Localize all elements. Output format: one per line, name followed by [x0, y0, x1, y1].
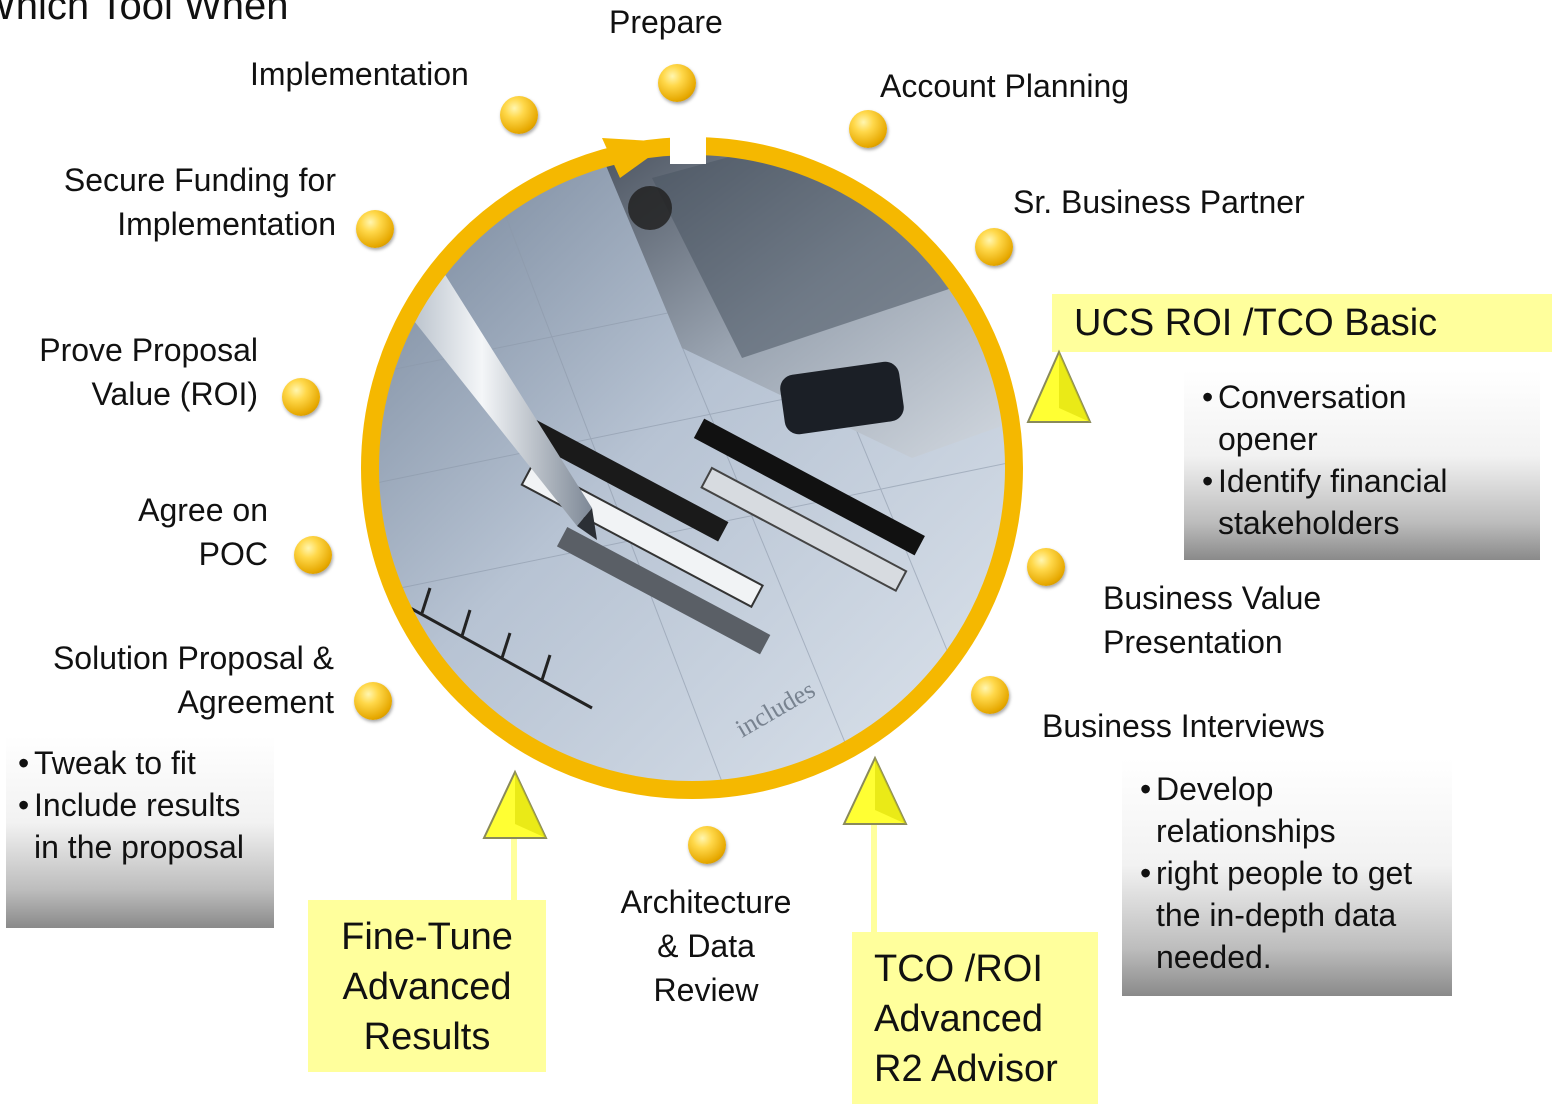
- tool-box-ucs-basic: UCS ROI /TCO Basic: [1052, 294, 1552, 352]
- pole-tco-advanced: [871, 824, 877, 932]
- stage-label-sr-business-partner: Sr. Business Partner: [1013, 184, 1305, 220]
- callout-item: Develop relationships: [1134, 768, 1366, 852]
- cycle-photo: includes: [352, 128, 1032, 808]
- stage-dot-prove-value: [282, 378, 320, 416]
- stage-dot-account-planning: [849, 110, 887, 148]
- stage-dot-secure-funding: [356, 210, 394, 248]
- stage-dot-business-interviews: [971, 676, 1009, 714]
- callout-solution-proposal: Tweak to fit Include results in the prop…: [6, 736, 274, 928]
- photo-image: includes: [370, 146, 1014, 790]
- stage-dot-agree-poc: [294, 536, 332, 574]
- callout-ucs-basic: Conversation opener Identify financial s…: [1184, 370, 1540, 560]
- stage-label-architecture: Architecture & Data Review: [620, 884, 792, 1008]
- triangle-marker-tco-advanced: [842, 755, 908, 825]
- stage-label-secure-funding: Secure Funding for Implementation: [63, 162, 336, 242]
- stage-dot-solution-proposal: [354, 682, 392, 720]
- callout-item: Include results in the proposal: [12, 784, 274, 868]
- stage-label-agree-poc: Agree on POC: [138, 492, 268, 572]
- stage-label-implementation: Implementation: [250, 56, 469, 92]
- callout-item: Tweak to fit: [12, 742, 274, 784]
- stage-dot-implementation: [500, 96, 538, 134]
- cycle-arrowhead: [602, 138, 670, 178]
- callout-item: Conversation opener: [1196, 376, 1468, 460]
- triangle-marker-fine-tune: [482, 769, 548, 839]
- triangle-marker-ucs: [1026, 349, 1092, 423]
- stage-label-solution-proposal: Solution Proposal & Agreement: [52, 640, 334, 720]
- callout-business-interviews: Develop relationships right people to ge…: [1122, 758, 1452, 996]
- stage-label-business-interviews: Business Interviews: [1042, 708, 1325, 744]
- page-title: Which Tool When: [0, 0, 289, 28]
- stage-label-account-planning: Account Planning: [880, 68, 1130, 104]
- stage-dot-business-value: [1027, 548, 1065, 586]
- stage-dot-architecture: [688, 826, 726, 864]
- callout-item: Identify financial stakeholders: [1196, 460, 1518, 544]
- stage-label-business-value: Business Value Presentation: [1103, 580, 1322, 660]
- stage-label-prove-value: Prove Proposal Value (ROI): [39, 332, 258, 412]
- stage-label-prepare: Prepare: [609, 4, 723, 40]
- pole-fine-tune: [511, 838, 517, 900]
- tool-box-tco-advanced: TCO /ROI Advanced R2 Advisor: [852, 932, 1098, 1104]
- stage-dot-prepare: [658, 64, 696, 102]
- tool-box-fine-tune: Fine-Tune Advanced Results: [308, 900, 546, 1072]
- stage-dot-sr-business-partner: [975, 228, 1013, 266]
- callout-item: right people to get the in-depth data ne…: [1134, 852, 1446, 978]
